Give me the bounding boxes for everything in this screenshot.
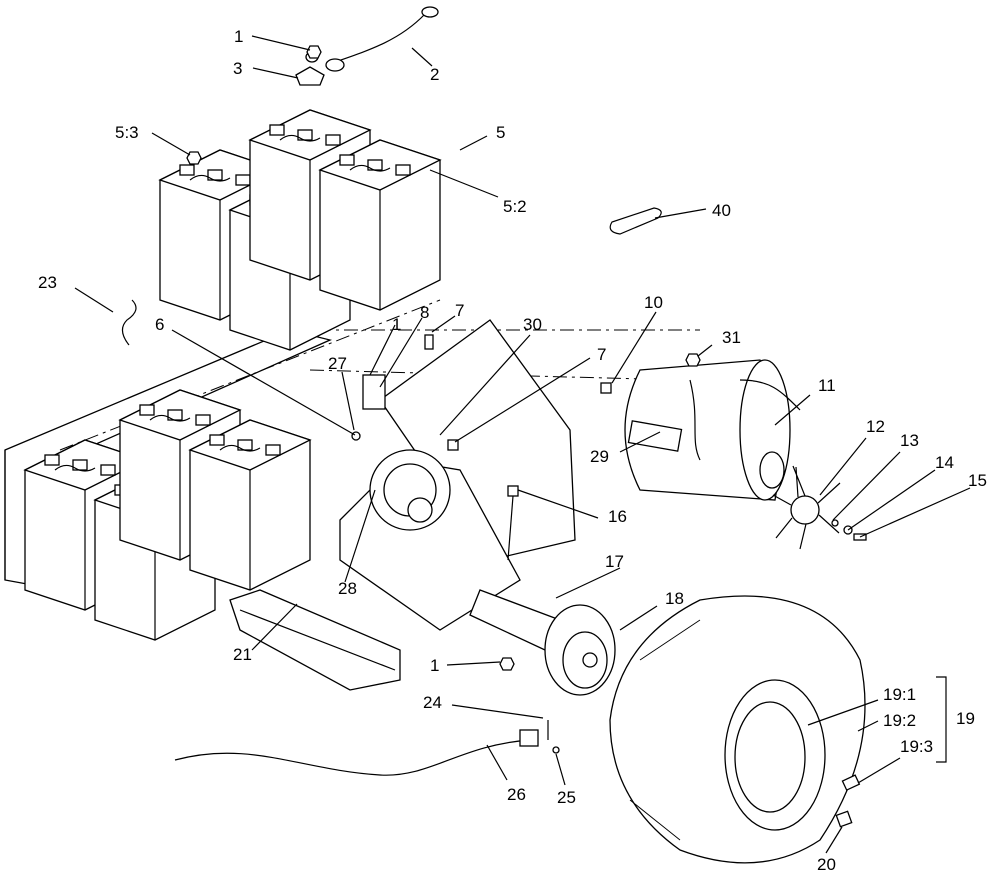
callout-labels: 1 2 3 5:3 5 5:2 40 23 6 8 7 1 30 27 7 10…: [38, 27, 987, 874]
callout-5-2: 5:2: [503, 197, 527, 216]
callout-30: 30: [523, 315, 542, 334]
wheel-hub: [544, 604, 616, 696]
callout-6: 6: [155, 315, 164, 334]
callout-40: 40: [712, 201, 731, 220]
callout-14: 14: [935, 453, 954, 472]
callout-26: 26: [507, 785, 526, 804]
callout-24: 24: [423, 693, 442, 712]
callout-8: 8: [420, 303, 429, 322]
callout-28: 28: [338, 579, 357, 598]
callout-3: 3: [233, 59, 242, 78]
callout-21: 21: [233, 645, 252, 664]
drive-motor: [624, 359, 801, 501]
callout-11: 11: [818, 376, 836, 395]
wheel-assembly: [609, 595, 866, 864]
callout-15: 15: [968, 471, 987, 490]
cooling-fan: [772, 465, 841, 550]
callout-7: 7: [455, 301, 464, 320]
callout-19: 19: [956, 709, 975, 728]
callout-25: 25: [557, 788, 576, 807]
callout-13: 13: [900, 431, 919, 450]
callout-27: 27: [328, 354, 347, 373]
callout-10: 10: [644, 293, 663, 312]
callout-5: 5: [496, 123, 505, 142]
retainer-clip: [609, 207, 662, 235]
sensor-cable: [174, 720, 560, 776]
callout-31: 31: [722, 328, 741, 347]
callout-29: 29: [590, 447, 609, 466]
callout-19-2: 19:2: [883, 711, 916, 730]
transaxle: [339, 449, 561, 651]
callout-19-1: 19:1: [883, 685, 916, 704]
callout-19-3: 19:3: [900, 737, 933, 756]
jumper-cable: [121, 299, 137, 346]
callout-5-3: 5:3: [115, 123, 139, 142]
upper-battery-pack: [159, 109, 441, 351]
callout-23: 23: [38, 273, 57, 292]
callout-7: 7: [597, 345, 606, 364]
callout-16: 16: [608, 507, 627, 526]
leader-lines: [74, 35, 971, 854]
callout-18: 18: [665, 589, 684, 608]
callout-1: 1: [234, 27, 243, 46]
callout-20: 20: [817, 855, 836, 874]
callout-2: 2: [430, 65, 439, 84]
callout-1: 1: [392, 315, 401, 334]
callout-17: 17: [605, 552, 624, 571]
callout-12: 12: [866, 417, 885, 436]
callout-1: 1: [430, 656, 439, 675]
